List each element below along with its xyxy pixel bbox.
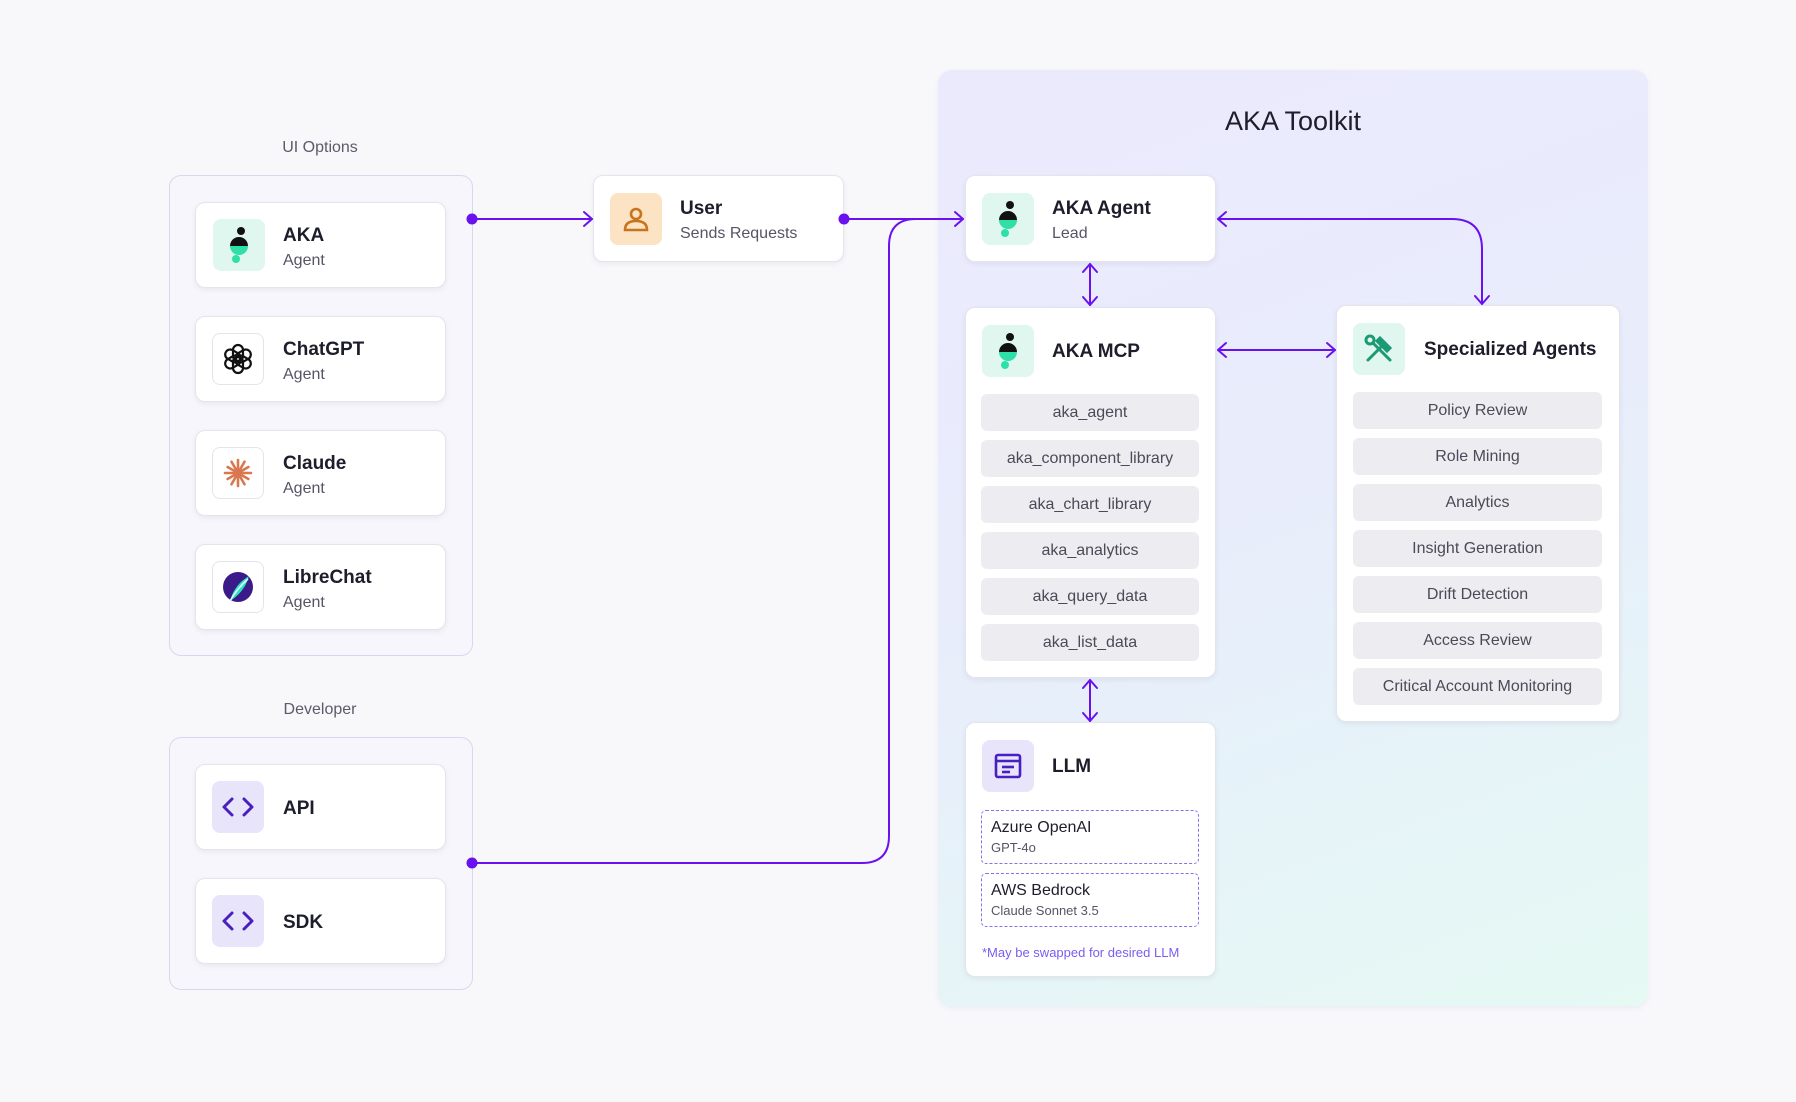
aka-logo-icon <box>982 325 1034 377</box>
code-brackets-icon <box>212 781 264 833</box>
connector-dot <box>838 213 850 225</box>
llm-option-model: Claude Sonnet 3.5 <box>991 903 1099 918</box>
arrowhead <box>1082 712 1098 722</box>
connector-dot <box>466 857 478 869</box>
mcp-tool-pill[interactable]: aka_analytics <box>981 532 1199 569</box>
llm-window-icon <box>982 740 1034 792</box>
arrowhead <box>1217 342 1227 358</box>
mcp-tool-pill[interactable]: aka_list_data <box>981 624 1199 661</box>
arrowhead <box>1082 263 1098 273</box>
llm-option-name: Azure OpenAI <box>991 819 1092 836</box>
specialized-agent-pill[interactable]: Analytics <box>1353 484 1602 521</box>
llm-option-name: AWS Bedrock <box>991 882 1090 899</box>
arrowhead <box>1326 342 1336 358</box>
claude-logo-icon <box>212 447 264 499</box>
ui-option-subtitle: Agent <box>283 480 325 497</box>
mcp-tool-pill[interactable]: aka_query_data <box>981 578 1199 615</box>
ui-option-subtitle: Agent <box>283 594 325 611</box>
tools-icon <box>1353 323 1405 375</box>
llm-option-model: GPT-4o <box>991 840 1036 855</box>
llm-option-azure[interactable]: Azure OpenAI GPT-4o <box>981 810 1199 864</box>
aka-agent-node[interactable]: AKA Agent Lead <box>965 175 1216 262</box>
user-subtitle: Sends Requests <box>680 225 798 242</box>
aka-mcp-title: AKA MCP <box>1052 341 1140 362</box>
developer-api[interactable]: API <box>195 764 446 850</box>
arrowhead <box>1474 295 1490 305</box>
developer-label: Developer <box>283 701 357 718</box>
specialized-agent-pill[interactable]: Access Review <box>1353 622 1602 659</box>
specialized-agent-pill[interactable]: Critical Account Monitoring <box>1353 668 1602 705</box>
specialized-agent-pill[interactable]: Policy Review <box>1353 392 1602 429</box>
ui-option-claude[interactable]: Claude Agent <box>195 430 446 516</box>
developer-item-title: API <box>283 798 315 819</box>
mcp-tool-pill[interactable]: aka_component_library <box>981 440 1199 477</box>
mcp-tool-pill[interactable]: aka_agent <box>981 394 1199 431</box>
ui-options-label: UI Options <box>282 139 358 156</box>
specialized-agent-pill[interactable]: Insight Generation <box>1353 530 1602 567</box>
connector-agent-specialized <box>1217 218 1483 305</box>
mcp-tool-pill[interactable]: aka_chart_library <box>981 486 1199 523</box>
arrowhead <box>583 211 593 227</box>
specialized-agent-pill[interactable]: Role Mining <box>1353 438 1602 475</box>
ui-option-title: ChatGPT <box>283 339 365 360</box>
ui-option-aka[interactable]: AKA Agent <box>195 202 446 288</box>
user-title: User <box>680 198 723 219</box>
ui-option-title: Claude <box>283 453 347 474</box>
aka-toolkit-title: AKA Toolkit <box>1224 106 1362 136</box>
specialized-agent-pill[interactable]: Drift Detection <box>1353 576 1602 613</box>
ui-option-librechat[interactable]: LibreChat Agent <box>195 544 446 630</box>
code-brackets-icon <box>212 895 264 947</box>
connector-developer-to-agent <box>471 218 964 864</box>
aka-agent-subtitle: Lead <box>1052 225 1088 242</box>
chatgpt-logo-icon <box>212 333 264 385</box>
ui-option-chatgpt[interactable]: ChatGPT Agent <box>195 316 446 402</box>
specialized-agents-title: Specialized Agents <box>1424 339 1597 360</box>
aka-logo-icon <box>982 193 1034 245</box>
ui-option-title: AKA <box>283 225 325 246</box>
aka-agent-title: AKA Agent <box>1052 198 1151 219</box>
user-node[interactable]: User Sends Requests <box>593 175 844 262</box>
user-icon <box>610 193 662 245</box>
arrowhead <box>1082 296 1098 306</box>
arrowhead <box>1217 211 1227 227</box>
ui-option-subtitle: Agent <box>283 366 325 383</box>
developer-sdk[interactable]: SDK <box>195 878 446 964</box>
ui-option-subtitle: Agent <box>283 252 325 269</box>
llm-option-bedrock[interactable]: AWS Bedrock Claude Sonnet 3.5 <box>981 873 1199 927</box>
ui-option-title: LibreChat <box>283 567 372 588</box>
aka-logo-icon <box>213 219 265 271</box>
developer-item-title: SDK <box>283 912 324 933</box>
llm-swap-note: *May be swapped for desired LLM <box>982 945 1180 960</box>
llm-title: LLM <box>1052 756 1092 777</box>
connector-dot <box>466 213 478 225</box>
librechat-logo-icon <box>212 561 264 613</box>
arrowhead <box>1082 679 1098 689</box>
